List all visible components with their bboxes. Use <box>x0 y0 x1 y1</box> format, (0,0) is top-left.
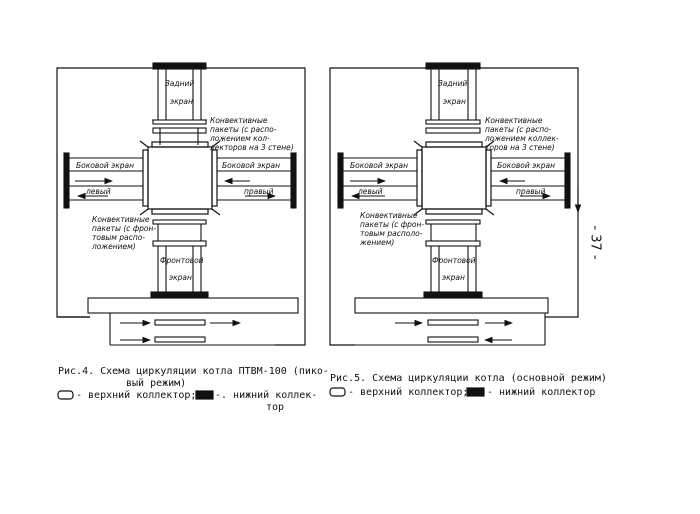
fig4-conv-bottom-1: Конвективные <box>92 215 150 224</box>
fig4-left-screen-label-2: левый <box>85 187 111 196</box>
fig5-labels: Задний экран Конвективные пакеты (с расп… <box>350 79 559 282</box>
fig5-right-screen <box>491 152 582 214</box>
fig4-legend-swatches <box>57 390 214 400</box>
fig5-conv-top-3: ложением коллек- <box>484 134 559 143</box>
fig4-legend-upper: - верхний коллектор; <box>76 390 197 401</box>
fig4-right-screen <box>217 152 297 209</box>
fig4-front-label-2: экран <box>169 273 192 282</box>
fig4-lower-collector-swatch <box>195 390 214 400</box>
fig4-left-screen <box>63 152 143 209</box>
fig4-conv-top-3: ложением кол- <box>209 134 270 143</box>
fig5-conv-top-2: пакеты (с распо- <box>485 125 552 134</box>
fig5-rear-screen <box>425 62 481 134</box>
fig4-legend-lower-2: тор <box>266 402 285 413</box>
fig5-conv-bottom-2: пакеты (с фрон- <box>360 220 424 229</box>
fig5-caption-line1: Рис.5. Схема циркуляции котла (основной … <box>330 373 607 384</box>
fig5-conv-top-1: Конвективные <box>485 116 543 125</box>
fig4-central-furnace <box>139 140 221 216</box>
fig4-right-screen-label-2: правый <box>244 187 274 196</box>
fig4-legend-lower-1: -. нижний коллек- <box>215 390 318 401</box>
fig5-lower-collector-swatch <box>466 387 485 397</box>
fig5-front-screen <box>423 219 483 299</box>
fig5-legend-lower: - нижний коллектор <box>487 387 596 398</box>
fig4-rear-label-2: экран <box>170 97 193 106</box>
fig4-bottom-manifold <box>87 297 305 346</box>
fig4-right-screen-label-1: Боковой экран <box>222 161 280 170</box>
fig4-conv-bottom-4: ложением) <box>91 242 136 251</box>
fig4-rear-screen <box>152 62 207 145</box>
fig5-upper-collector-swatch <box>329 387 346 397</box>
fig5-rear-label-1: Задний <box>438 79 467 88</box>
fig5-central-furnace <box>413 140 495 216</box>
fig5-front-label-1: Фронтовой <box>432 256 476 265</box>
fig5-conv-bottom-4: жением) <box>359 238 394 247</box>
fig5-conv-top-4: торов на 3 стене) <box>485 143 555 152</box>
fig4-outer-frame <box>56 67 306 346</box>
fig5-conv-bottom-1: Конвективные <box>360 211 418 220</box>
fig5-right-screen-label-2: правый <box>516 187 546 196</box>
fig5-left-screen-label-1: Боковой экран <box>350 161 408 170</box>
fig5-left-screen-label-2: левый <box>357 187 383 196</box>
fig5-bottom-manifold <box>354 297 549 346</box>
fig4-caption-line1: Рис.4. Схема циркуляции котла ПТВМ-100 (… <box>58 366 329 377</box>
fig4-conv-top-1: Конвективные <box>210 116 268 125</box>
fig5-front-label-2: экран <box>442 273 465 282</box>
fig5-legend-upper: - верхний коллектор; <box>348 387 469 398</box>
fig4-conv-bottom-2: пакеты (с фрон- <box>92 224 156 233</box>
fig4-labels: Задний экран Конвективные пакеты (с расп… <box>76 79 294 282</box>
fig5-left-screen <box>337 152 417 209</box>
fig5-outer-frame <box>329 67 579 346</box>
fig4-caption-line2: вый режим) <box>126 378 187 389</box>
fig4-conv-bottom-3: товым распо- <box>92 233 145 242</box>
fig4-upper-collector-swatch <box>57 390 74 400</box>
fig4-conv-top-4: лекторов на 3 стене) <box>209 143 294 152</box>
fig5-rear-label-2: экран <box>443 97 466 106</box>
fig5-legend-swatches <box>329 387 485 397</box>
fig4-front-label-1: Фронтовой <box>160 256 204 265</box>
fig5-conv-bottom-3: товым располо- <box>360 229 423 238</box>
fig4-left-screen-label-1: Боковой экран <box>76 161 134 170</box>
page-number: - 37 - <box>587 225 603 260</box>
fig4-rear-label-1: Задний <box>165 79 194 88</box>
fig5-right-screen-label-1: Боковой экран <box>497 161 555 170</box>
fig4-conv-top-2: пакеты (с распо- <box>210 125 277 134</box>
